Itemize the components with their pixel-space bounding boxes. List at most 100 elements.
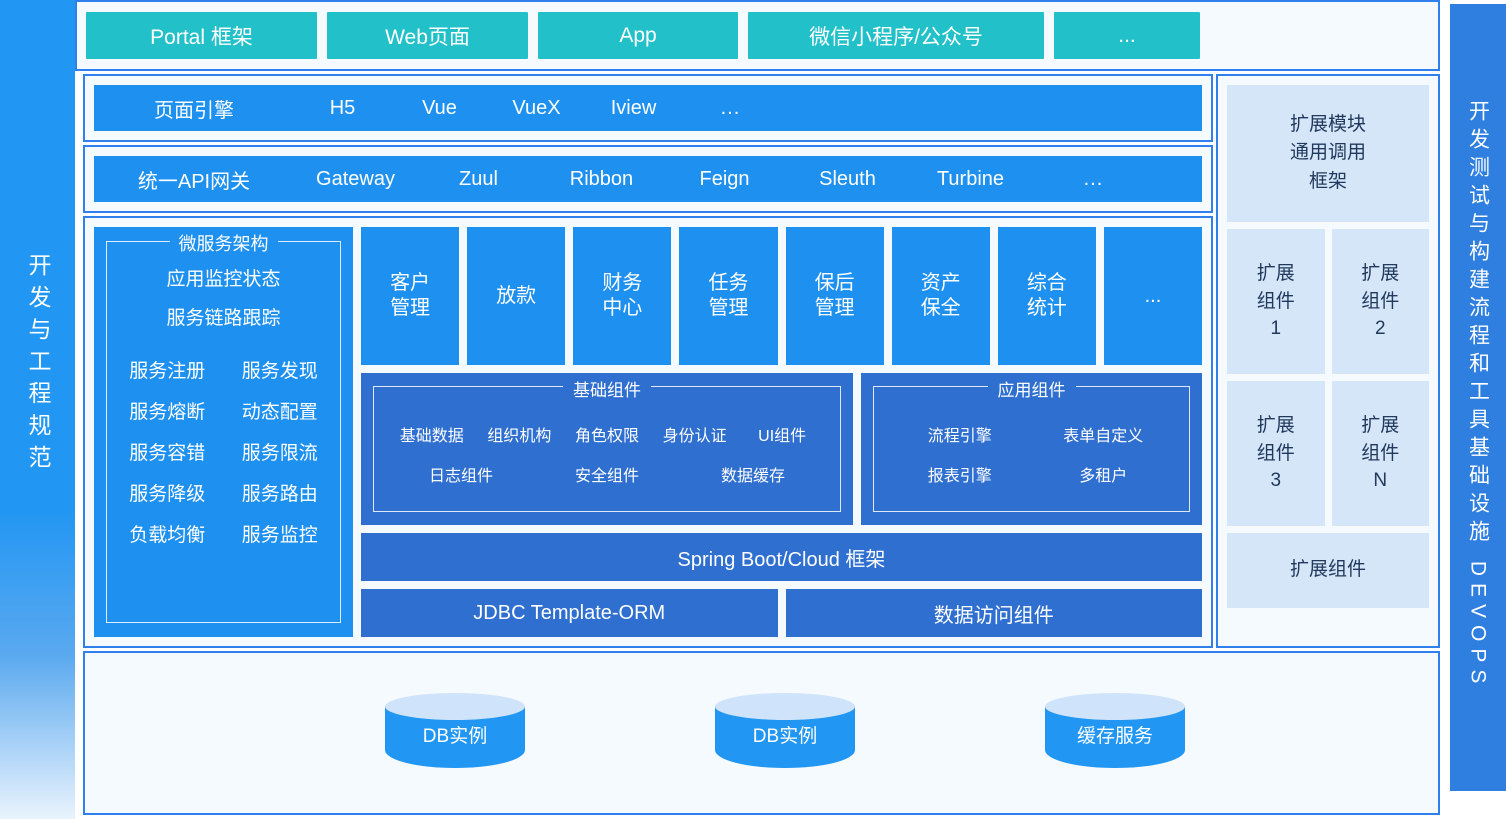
base-component-basic-data[interactable]: 基础数据: [399, 428, 464, 445]
api-gateway-label: 统一API网关: [137, 170, 251, 193]
base-component-authentication[interactable]: 身份认证: [662, 428, 727, 445]
base-component-ui[interactable]: UI组件: [758, 428, 807, 445]
page-engine-item-more[interactable]: ...: [720, 96, 741, 119]
microservice-trace[interactable]: 服务链路跟踪: [166, 308, 281, 329]
api-gateway-bar: 统一API网关 Gateway Zuul Ribbon Feign Sleuth…: [94, 156, 1202, 202]
api-gateway-item-sleuth[interactable]: Sleuth: [819, 167, 876, 190]
page-engine-bar: 页面引擎 H5 Vue VueX Iview ...: [94, 85, 1202, 131]
app-components-legend: 应用组件: [987, 376, 1076, 401]
base-component-role-permission[interactable]: 角色权限: [574, 428, 639, 445]
business-module-statistics[interactable]: 综合 统计: [997, 227, 1096, 365]
right-sidebar-label: 开发测试与构建流程和工具基础设施 DEVOPS: [1466, 100, 1490, 691]
extension-component-2[interactable]: 扩展 组件 2: [1331, 229, 1429, 374]
app-components-inner: 应用组件 流程引擎 表单自定义 报表引擎 多租户: [873, 376, 1190, 512]
cache-service[interactable]: 缓存服务: [1045, 693, 1185, 773]
page-engine-item-h5[interactable]: H5: [329, 96, 356, 119]
right-sidebar-band: 开发测试与构建流程和工具基础设施 DEVOPS: [1450, 4, 1506, 791]
db-instance-2-label: DB实例: [752, 726, 818, 747]
base-components-panel: 基础组件 基础数据 组织机构 角色权限 身份认证 UI组件: [361, 373, 853, 525]
api-gateway-item-more[interactable]: ...: [1083, 167, 1104, 190]
capability-dynamic-config[interactable]: 动态配置: [241, 402, 318, 423]
channel-app[interactable]: App: [538, 12, 738, 59]
base-components-row-2: 日志组件 安全组件 数据缓存: [388, 462, 826, 486]
business-module-customer[interactable]: 客户 管理: [361, 227, 460, 365]
api-gateway-item-zuul[interactable]: Zuul: [459, 167, 498, 190]
cache-service-label: 缓存服务: [1076, 726, 1153, 747]
db-instance-1[interactable]: DB实例: [385, 693, 525, 773]
app-component-multi-tenant[interactable]: 多租户: [1079, 468, 1128, 485]
microservice-legend: 微服务架构: [169, 230, 278, 256]
platform-column: 页面引擎 H5 Vue VueX Iview ... 统一API网关 Gatew…: [83, 74, 1213, 648]
page-engine-item-vue[interactable]: Vue: [422, 96, 457, 119]
data-access-component[interactable]: 数据访问组件: [785, 589, 1202, 637]
capability-rate-limit[interactable]: 服务限流: [241, 443, 318, 464]
extension-component-footer[interactable]: 扩展组件: [1227, 533, 1429, 608]
base-component-organization[interactable]: 组织机构: [487, 428, 552, 445]
extension-column: 扩展模块 通用调用 框架 扩展 组件 1 扩展 组件 2 扩展 组件 3 扩展 …: [1216, 74, 1440, 648]
channel-wechat[interactable]: 微信小程序/公众号: [748, 12, 1044, 59]
extension-component-3[interactable]: 扩展 组件 3: [1227, 381, 1325, 526]
api-gateway-item-turbine[interactable]: Turbine: [936, 167, 1005, 190]
api-gateway-layer: 统一API网关 Gateway Zuul Ribbon Feign Sleuth…: [83, 145, 1213, 213]
base-component-security[interactable]: 安全组件: [574, 468, 639, 485]
base-component-cache[interactable]: 数据缓存: [720, 468, 785, 485]
business-module-finance[interactable]: 财务 中心: [573, 227, 672, 365]
extension-component-row-1: 扩展 组件 1 扩展 组件 2: [1227, 229, 1429, 374]
data-layer: DB实例 DB实例 缓存服务: [83, 651, 1440, 815]
api-gateway-item-ribbon[interactable]: Ribbon: [569, 167, 634, 190]
business-module-row: 客户 管理 放款 财务 中心 任务 管理 保后 管理 资产 保全 综合 统计 .…: [361, 227, 1202, 365]
microservice-inner: 微服务架构 应用监控状态 服务链路跟踪 服务注册 服务发现 服务熔断 动态配置 …: [106, 230, 341, 623]
capability-routing[interactable]: 服务路由: [241, 484, 318, 505]
left-sidebar-band: 开发与工程规范: [0, 0, 75, 819]
capability-degradation[interactable]: 服务降级: [129, 484, 206, 505]
jdbc-template-orm[interactable]: JDBC Template-ORM: [361, 589, 778, 637]
business-module-asset[interactable]: 资产 保全: [891, 227, 990, 365]
microservice-architecture-panel: 微服务架构 应用监控状态 服务链路跟踪 服务注册 服务发现 服务熔断 动态配置 …: [94, 227, 353, 637]
capability-service-discovery[interactable]: 服务发现: [241, 361, 318, 382]
business-module-post-guarantee[interactable]: 保后 管理: [785, 227, 884, 365]
base-components-inner: 基础组件 基础数据 组织机构 角色权限 身份认证 UI组件: [373, 376, 841, 512]
capability-load-balance[interactable]: 负载均衡: [129, 525, 206, 546]
app-components-row-2: 报表引擎 多租户: [888, 462, 1175, 486]
db-instance-2[interactable]: DB实例: [715, 693, 855, 773]
extension-component-row-2: 扩展 组件 3 扩展 组件 N: [1227, 381, 1429, 526]
spring-framework-bar[interactable]: Spring Boot/Cloud 框架: [361, 533, 1202, 581]
page-engine-item-vuex[interactable]: VueX: [512, 96, 561, 119]
capability-circuit-breaker[interactable]: 服务熔断: [129, 402, 206, 423]
channel-portal[interactable]: Portal 框架: [86, 12, 317, 59]
capability-service-register[interactable]: 服务注册: [129, 361, 206, 382]
app-components-row-1: 流程引擎 表单自定义: [888, 422, 1175, 446]
microservice-top-items: 应用监控状态 服务链路跟踪: [113, 264, 334, 342]
business-module-loan[interactable]: 放款: [467, 227, 566, 365]
base-components-legend: 基础组件: [563, 376, 651, 401]
capability-service-monitor[interactable]: 服务监控: [241, 525, 318, 546]
service-right-column: 客户 管理 放款 财务 中心 任务 管理 保后 管理 资产 保全 综合 统计 .…: [361, 227, 1202, 637]
app-component-process-engine[interactable]: 流程引擎: [927, 428, 992, 445]
data-access-row: JDBC Template-ORM 数据访问组件: [361, 589, 1202, 637]
page-engine-item-iview[interactable]: Iview: [610, 96, 657, 119]
left-sidebar-label: 开发与工程规范: [25, 252, 51, 477]
app-component-form-customization[interactable]: 表单自定义: [1063, 428, 1144, 445]
api-gateway-item-feign[interactable]: Feign: [699, 167, 750, 190]
middle-region: 页面引擎 H5 Vue VueX Iview ... 统一API网关 Gatew…: [83, 74, 1440, 648]
business-module-task[interactable]: 任务 管理: [679, 227, 778, 365]
page-engine-label: 页面引擎: [154, 99, 234, 122]
extension-component-n[interactable]: 扩展 组件 N: [1331, 381, 1429, 526]
cylinder-top-icon: [385, 693, 525, 720]
channel-more[interactable]: ...: [1054, 12, 1200, 59]
microservice-capability-grid: 服务注册 服务发现 服务熔断 动态配置 服务容错 服务限流 服务降级 服务路由 …: [113, 356, 334, 547]
business-module-more[interactable]: ...: [1103, 227, 1202, 365]
component-row: 基础组件 基础数据 组织机构 角色权限 身份认证 UI组件: [361, 373, 1202, 525]
capability-fault-tolerance[interactable]: 服务容错: [129, 443, 206, 464]
base-components-row-1: 基础数据 组织机构 角色权限 身份认证 UI组件: [388, 422, 826, 446]
channel-web[interactable]: Web页面: [327, 12, 528, 59]
extension-module-framework[interactable]: 扩展模块 通用调用 框架: [1227, 85, 1429, 222]
microservice-app-monitor[interactable]: 应用监控状态: [166, 269, 281, 290]
app-component-report-engine[interactable]: 报表引擎: [927, 468, 992, 485]
page-engine-layer: 页面引擎 H5 Vue VueX Iview ...: [83, 74, 1213, 142]
db-instance-1-label: DB实例: [422, 726, 488, 747]
api-gateway-item-gateway[interactable]: Gateway: [316, 167, 395, 190]
base-component-log[interactable]: 日志组件: [428, 468, 493, 485]
extension-component-1[interactable]: 扩展 组件 1: [1227, 229, 1325, 374]
